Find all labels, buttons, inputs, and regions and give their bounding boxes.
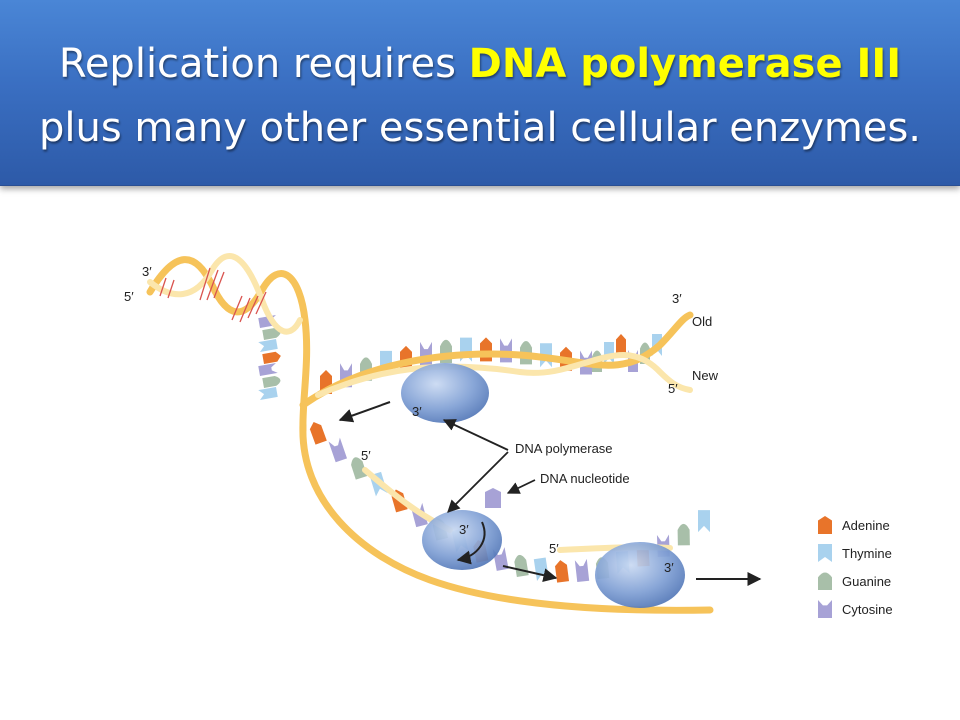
legend-item-guanine: Guanine xyxy=(818,572,891,590)
base-thymine xyxy=(258,387,278,400)
dna-polymerase-leading xyxy=(401,363,489,423)
leading-synthesis-arrow xyxy=(338,401,391,423)
leading-template-strand xyxy=(299,311,694,409)
lagging-template-strand xyxy=(299,421,714,614)
label-enzyme3-3prime: 3′ xyxy=(664,560,674,575)
base-cytosine xyxy=(492,547,509,571)
label-okazaki-5prime: 5′ xyxy=(549,541,559,556)
leading-new-strand xyxy=(315,352,693,398)
title-line1-prefix: Replication requires xyxy=(58,41,469,87)
base-adenine xyxy=(616,334,626,356)
base-cytosine xyxy=(500,338,512,363)
title-highlight: DNA polymerase III xyxy=(468,41,902,87)
base-guanine xyxy=(514,554,529,578)
legend-swatch-thymine xyxy=(818,544,832,562)
legend-swatch-cytosine xyxy=(818,600,832,618)
callout-dna-polymerase: DNA polymerase xyxy=(515,441,613,456)
okazaki-direction-arrow xyxy=(502,565,558,583)
base-adenine xyxy=(480,337,492,362)
base-thymine xyxy=(258,339,278,352)
label-left-3prime: 3′ xyxy=(142,264,152,279)
base-guanine xyxy=(677,523,690,546)
legend-item-thymine: Thymine xyxy=(818,544,892,562)
base-thymine xyxy=(533,557,549,581)
legend-item-adenine: Adenine xyxy=(818,516,890,534)
legend-label-guanine: Guanine xyxy=(842,574,891,589)
base-guanine xyxy=(262,327,281,340)
base-guanine xyxy=(351,457,368,480)
polymerase-callout-lines xyxy=(442,419,509,513)
base-cytosine xyxy=(574,558,590,583)
lagging-curl-arrow xyxy=(456,521,486,565)
title-bar: Replication requires DNA polymerase III … xyxy=(0,0,960,186)
label-right-5prime: 5′ xyxy=(668,381,678,396)
label-enzyme1-3prime: 3′ xyxy=(412,404,422,419)
label-right-3prime: 3′ xyxy=(672,291,682,306)
label-left-5prime: 5′ xyxy=(124,289,134,304)
callout-dna-nucleotide: DNA nucleotide xyxy=(540,471,630,486)
base-guanine xyxy=(262,375,281,388)
free-nucleotide xyxy=(485,488,501,508)
helix-strand-old-left xyxy=(146,256,311,434)
label-lagging-5prime: 5′ xyxy=(361,448,371,463)
base-adenine xyxy=(309,421,327,445)
dna-polymerase-lagging xyxy=(422,510,502,570)
legend-item-cytosine: Cytosine xyxy=(818,600,893,618)
legend-label-cytosine: Cytosine xyxy=(842,602,893,617)
base-cytosine xyxy=(328,437,348,463)
legend-label-adenine: Adenine xyxy=(842,518,890,533)
title-line2: plus many other essential cellular enzym… xyxy=(38,105,921,151)
label-old-strand: Old xyxy=(692,314,712,329)
helix-strand-new-left xyxy=(147,253,303,335)
parental-helix-left xyxy=(146,253,311,434)
base-adenine xyxy=(262,351,281,364)
base-adenine xyxy=(555,560,570,583)
hatched-region-left xyxy=(159,267,267,323)
nucleotide-callout-line xyxy=(506,479,536,494)
legend-swatch-guanine xyxy=(818,572,832,590)
base-cytosine xyxy=(258,363,278,376)
legend-label-thymine: Thymine xyxy=(842,546,892,561)
dna-polymerase-okazaki xyxy=(595,542,685,608)
legend-swatch-adenine xyxy=(818,516,832,534)
label-enzyme2-3prime: 3′ xyxy=(459,522,469,537)
base-thymine xyxy=(698,510,710,533)
slide-title: Replication requires DNA polymerase III … xyxy=(0,32,960,160)
label-new-strand: New xyxy=(692,368,719,383)
